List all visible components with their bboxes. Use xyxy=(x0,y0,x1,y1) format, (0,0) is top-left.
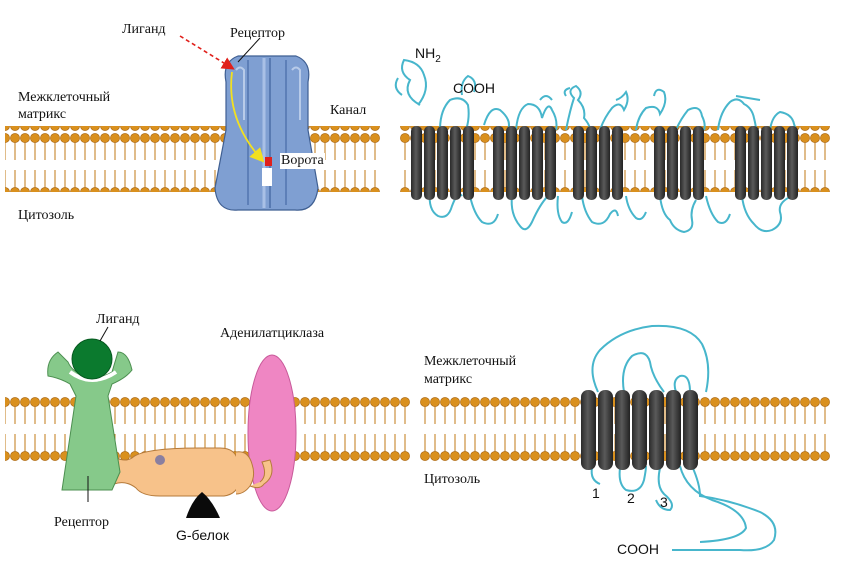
label-extracellular-top-1: Межклеточный xyxy=(18,90,111,105)
helix-group-4 xyxy=(654,126,704,200)
ligand-path-arrow-yellow xyxy=(230,71,265,163)
label-ligand-top: Лиганд xyxy=(122,22,166,37)
helix-group-2 xyxy=(493,126,556,200)
label-loop-1: 1 xyxy=(592,485,600,501)
label-g-protein: G-белок xyxy=(176,527,229,543)
label-extracellular-bottom-1: Межклеточный xyxy=(424,354,517,369)
label-cytosol-top: Цитозоль xyxy=(18,208,75,223)
ligand-pointer xyxy=(99,326,109,342)
label-nh2-main: NH xyxy=(415,45,436,61)
ligand-arrow-red xyxy=(179,35,235,70)
label-nh2: NH2 xyxy=(415,45,441,68)
helix-group-3 xyxy=(573,126,623,200)
label-loop-3: 3 xyxy=(660,494,668,510)
label-adenylate-cyclase: Аденилатциклаза xyxy=(220,326,325,341)
label-gate: Ворота xyxy=(280,153,325,169)
label-receptor-bottom: Рецептор xyxy=(54,515,109,530)
label-cytosol-bottom: Цитозоль xyxy=(424,472,481,487)
ligand-molecule xyxy=(71,338,113,380)
gate-marker xyxy=(265,157,272,166)
label-loop-2: 2 xyxy=(627,490,635,506)
gpcr-helices xyxy=(581,390,698,470)
label-extracellular-top-2: матрикс xyxy=(18,107,67,122)
label-cooh-top: COOH xyxy=(453,80,495,96)
label-channel: Канал xyxy=(330,103,367,118)
label-extracellular-bottom-2: матрикс xyxy=(424,372,473,387)
label-ligand-bottom: Лиганд xyxy=(96,312,140,327)
label-nh2-sub: 2 xyxy=(435,53,441,65)
multi-helix-protein xyxy=(394,58,797,234)
receptor-pointer xyxy=(237,37,261,63)
helix-group-5 xyxy=(735,126,798,200)
label-cooh-bottom: COOH xyxy=(617,541,659,557)
g-protein xyxy=(102,447,273,518)
helix-group-1 xyxy=(411,126,474,200)
adenylate-cyclase xyxy=(247,354,297,512)
gpcr-loops xyxy=(590,324,777,552)
g-protein-subunit xyxy=(186,492,220,518)
label-receptor-top: Рецептор xyxy=(230,26,285,41)
